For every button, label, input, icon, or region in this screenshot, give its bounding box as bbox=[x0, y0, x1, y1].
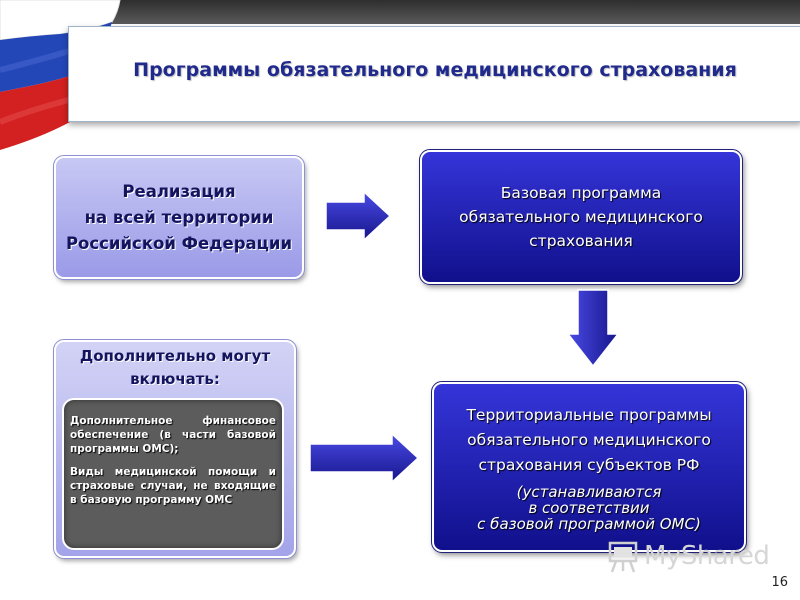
page-number: 16 bbox=[771, 575, 788, 590]
watermark: MyShared bbox=[608, 538, 778, 574]
territorial-line-3: страхования субъектов РФ bbox=[478, 455, 700, 474]
territorial-line-2: обязательного медицинского bbox=[467, 430, 711, 449]
realization-line-1: Реализация bbox=[122, 181, 236, 201]
base-program-line-1: Базовая программа bbox=[500, 184, 662, 202]
territorial-line-1: Территориальные программы bbox=[466, 405, 712, 424]
arrow-right-top-icon bbox=[325, 190, 392, 242]
realization-line-3: Российской Федерации bbox=[65, 233, 293, 253]
page-title: Программы обязательного медицинского стр… bbox=[133, 59, 737, 81]
additional-options-box: Дополнительно могут включать: Дополнител… bbox=[53, 339, 297, 559]
watermark-text: MyShared bbox=[644, 541, 770, 571]
presentation-screen-icon bbox=[608, 541, 638, 573]
territorial-note-line-3: с базовой программой ОМС) bbox=[477, 514, 701, 533]
additional-items-panel: Дополнительное финансовое обеспечение (в… bbox=[62, 398, 284, 550]
additional-item-1: Дополнительное финансовое обеспечение (в… bbox=[70, 415, 276, 455]
title-banner: Программы обязательного медицинского стр… bbox=[68, 26, 800, 122]
realization-box: Реализация на всей территории Российской… bbox=[53, 155, 305, 280]
additional-item-2: Виды медицинской помощи и страховые случ… bbox=[70, 466, 276, 506]
territorial-programs-box: Территориальные программы обязательного … bbox=[431, 381, 747, 553]
realization-line-2: на всей территории bbox=[84, 207, 274, 227]
base-program-line-3: страхования bbox=[529, 232, 633, 250]
arrow-right-bottom-icon bbox=[309, 432, 420, 484]
top-bar bbox=[0, 0, 800, 24]
base-program-box: Базовая программа обязательного медицинс… bbox=[419, 149, 743, 285]
arrow-down-icon bbox=[566, 289, 620, 368]
additional-header-line-1: Дополнительно могут bbox=[79, 347, 271, 365]
base-program-line-2: обязательного медицинского bbox=[459, 208, 703, 226]
territorial-note-line-2: в соответствии bbox=[528, 498, 650, 517]
territorial-note-line-1: (устанавливаются bbox=[516, 482, 662, 501]
additional-header-line-2: включать: bbox=[130, 370, 220, 388]
